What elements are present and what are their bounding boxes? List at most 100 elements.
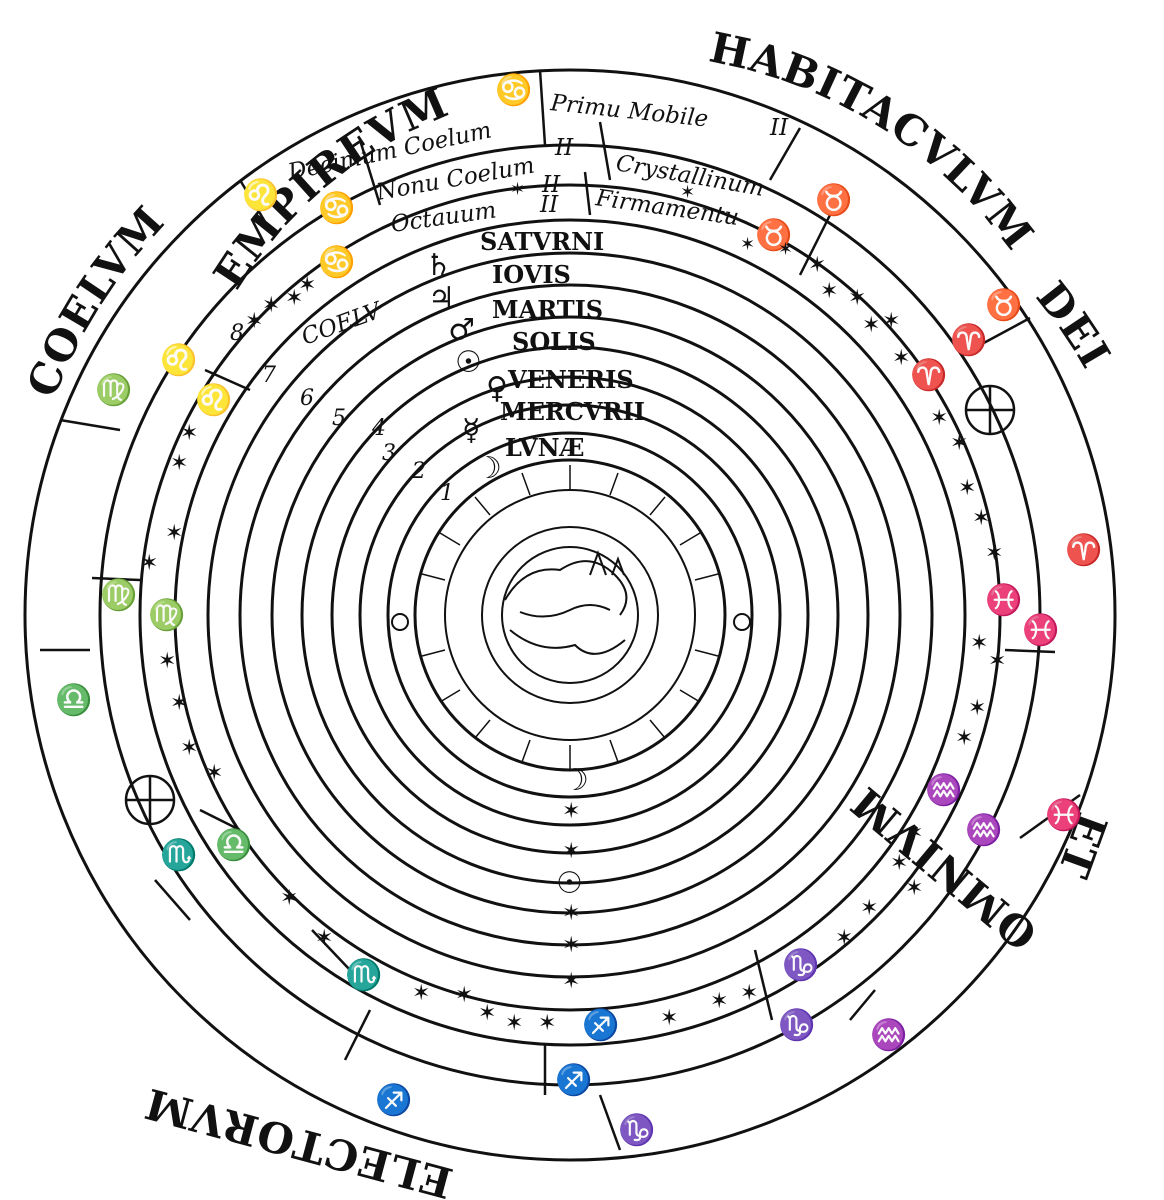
- star-icon: ✶: [970, 631, 988, 656]
- sun-lower-symbol-icon: ☉: [556, 866, 583, 901]
- label-mars: MARTIS: [492, 295, 603, 324]
- star-icon: ✶: [455, 983, 473, 1008]
- fire-sphere: [421, 465, 719, 770]
- star-icon: ✶: [180, 421, 198, 446]
- star-icon: ✶: [562, 933, 580, 958]
- label-dei: DEI: [1027, 272, 1120, 376]
- star-icon: ✶: [862, 313, 880, 338]
- firmament-stars: ✶ ✶ ✶ ✶ ✶ ✶ ✶ ✶ ✶ ✶ ✶ ✶ ✶ ✶ ✶ ✶ ✶ ✶ ✶ ✶ …: [140, 179, 1006, 1036]
- label-venus: VENERIS: [507, 365, 634, 394]
- aries-icon: ♈: [1065, 532, 1102, 568]
- taurus-icon: ♉: [815, 182, 852, 218]
- star-icon: ✶: [562, 839, 580, 864]
- planet-symbols: ♄ ♃ ♂ ☉ ♀ ☿ ☽ ☽ ☉: [425, 248, 589, 901]
- sun-symbol-icon: ☉: [455, 345, 482, 380]
- star-icon: ✶: [298, 273, 316, 298]
- star-icon: ✶: [890, 851, 908, 876]
- leo-icon: ♌: [195, 382, 232, 418]
- aries-icon: ♈: [910, 357, 947, 393]
- capricorn-icon: ♑: [618, 1112, 655, 1148]
- star-icon: ✶: [958, 476, 976, 501]
- cancer-icon: ♋: [318, 190, 355, 226]
- sphere-numbers: 1 2 3 4 5 6 7 8: [230, 321, 454, 506]
- star-icon: ✶: [848, 286, 866, 311]
- star-icon: ✶: [985, 541, 1003, 566]
- taurus-icon: ♉: [755, 217, 792, 253]
- star-icon: ✶: [680, 182, 695, 203]
- mars-symbol-icon: ♂: [448, 313, 475, 348]
- star-icon: ✶: [988, 649, 1006, 674]
- label-saturn: SATVRNI: [480, 227, 604, 256]
- star-icon: ✶: [892, 346, 910, 371]
- capricorn-icon: ♑: [778, 1007, 815, 1043]
- venus-symbol-icon: ♀: [486, 371, 508, 406]
- star-icon: ✶: [882, 309, 900, 334]
- leo-icon: ♌: [242, 177, 279, 213]
- sphere-number-3: 3: [382, 441, 396, 466]
- label-moon: LVNÆ: [505, 433, 584, 462]
- virgo-icon: ♍: [148, 597, 185, 633]
- libra-icon: ♎: [215, 827, 252, 863]
- star-icon: ✶: [740, 981, 758, 1006]
- scorpio-icon: ♏: [345, 957, 382, 993]
- star-icon: ✶: [660, 1006, 678, 1031]
- aquarius-icon: ♒: [925, 772, 962, 808]
- wheel-emblems: [124, 384, 1016, 826]
- star-icon: ✶: [968, 696, 986, 721]
- label-decimum-numeral: II: [554, 135, 574, 161]
- star-icon: ✶: [262, 293, 280, 318]
- label-coelum-sphere: COELV: [298, 297, 387, 350]
- star-icon: ✶: [778, 239, 793, 260]
- label-nonum-numeral: II: [541, 172, 561, 198]
- star-icon: ✶: [905, 821, 923, 846]
- virgo-icon: ♍: [100, 577, 137, 613]
- label-primum-mobile: Primu Mobile: [548, 90, 709, 133]
- label-primum-numeral: II: [769, 115, 789, 141]
- star-icon: ✶: [740, 234, 755, 255]
- sphere-number-4: 4: [371, 416, 386, 441]
- star-icon: ✶: [205, 761, 223, 786]
- star-icon: ✶: [820, 279, 838, 304]
- cancer-icon: ♋: [318, 244, 355, 280]
- libra-icon: ♎: [55, 682, 92, 718]
- equinox-marker-left: [391, 613, 409, 631]
- star-icon: ✶: [285, 286, 303, 311]
- label-sun: SOLIS: [512, 327, 596, 356]
- zodiac-symbols: ♋ ♋ ♋ ♌ ♌ ♌ ♍ ♍ ♍ ♎ ♎ ♏ ♏ ♐ ♐ ♐ ♑ ♑ ♑ ♒ …: [55, 72, 1102, 1148]
- star-icon: ✶: [710, 989, 728, 1014]
- capricorn-icon: ♑: [782, 947, 819, 983]
- sphere-number-2: 2: [411, 459, 426, 484]
- star-icon: ✶: [158, 649, 176, 674]
- mercury-symbol-icon: ☿: [462, 413, 480, 448]
- cancer-icon: ♋: [495, 72, 532, 108]
- star-icon: ✶: [562, 901, 580, 926]
- star-icon: ✶: [412, 981, 430, 1006]
- wheel-icon: [964, 384, 1016, 436]
- wheel-icon: [124, 774, 176, 826]
- star-icon: ✶: [562, 799, 580, 824]
- taurus-icon: ♉: [985, 287, 1022, 323]
- pisces-icon: ♓: [985, 582, 1022, 618]
- label-mercury: MERCVRII: [500, 397, 645, 426]
- star-icon: ✶: [955, 726, 973, 751]
- scorpio-icon: ♏: [160, 837, 197, 873]
- pisces-icon: ♓: [1045, 797, 1082, 833]
- sagittarius-icon: ♐: [375, 1082, 412, 1118]
- sphere-number-6: 6: [300, 386, 314, 411]
- star-icon: ✶: [860, 896, 878, 921]
- star-icon: ✶: [505, 1011, 523, 1036]
- star-icon: ✶: [510, 179, 525, 200]
- star-icon: ✶: [562, 969, 580, 994]
- star-icon: ✶: [165, 521, 183, 546]
- sphere-number-1: 1: [440, 481, 454, 506]
- band-dividers: [40, 69, 1081, 1151]
- star-icon: ✶: [905, 876, 923, 901]
- star-icon: ✶: [315, 926, 333, 951]
- axis-stars: ✶ ✶ ✶ ✶ ✶: [562, 799, 580, 994]
- earth-landscape: [504, 550, 628, 655]
- sphere-number-8: 8: [230, 321, 244, 346]
- star-icon: ✶: [245, 309, 263, 334]
- star-icon: ✶: [170, 451, 188, 476]
- sphere-number-5: 5: [332, 406, 346, 431]
